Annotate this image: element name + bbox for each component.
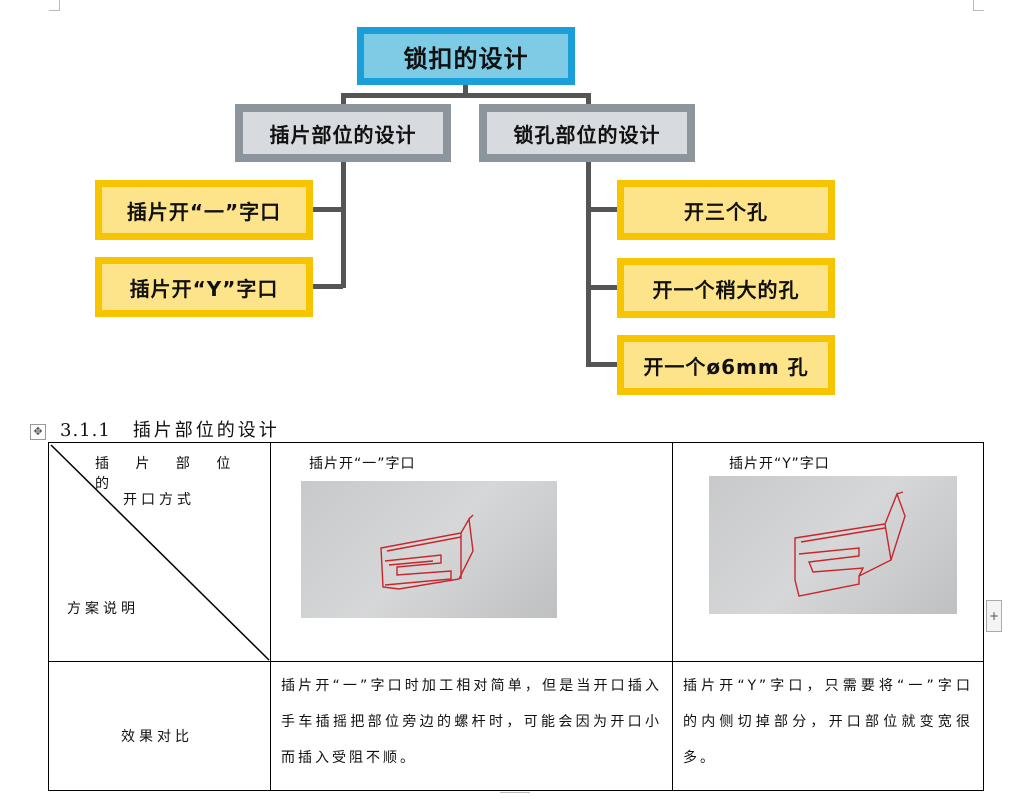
page-corner-mark — [973, 0, 984, 11]
org-root-node: 锁扣的设计 — [357, 27, 575, 85]
connector — [588, 362, 618, 367]
page-corner-mark — [49, 0, 60, 11]
col1-text-cell: 插片开“一”字口时加工相对简单，但是当开口插入手车插摇把部位旁边的螺杆时，可能会… — [270, 661, 673, 791]
org-left-branch-node: 插片部位的设计 — [235, 104, 451, 162]
diagonal-header-cell: 插 片 部 位 的 开口方式 方案说明 — [48, 442, 271, 662]
row2-label: 效果对比 — [121, 729, 193, 745]
org-right-leaf-label: 开一个ø6mm 孔 — [624, 342, 828, 388]
connector — [341, 93, 591, 98]
connector — [588, 285, 618, 290]
plus-icon[interactable]: + — [986, 600, 1002, 632]
corner-top-label: 插 片 部 位 的 — [95, 456, 235, 492]
org-left-leaf-node: 插片开“一”字口 — [95, 180, 313, 240]
col1-paragraph: 插片开“一”字口时加工相对简单，但是当开口插入手车插摇把部位旁边的螺杆时，可能会… — [281, 678, 662, 766]
col2-text-cell: 插片开“Y”字口，只需要将“一”字口的内侧切掉部分，开口部位就变宽很多。 — [672, 661, 984, 791]
move-handle-icon[interactable]: ✥ — [30, 424, 46, 440]
sketch-photo-2 — [709, 476, 957, 614]
org-right-leaf-node: 开一个ø6mm 孔 — [617, 335, 835, 395]
lock-sketch-drawing — [380, 514, 474, 590]
connector — [586, 93, 591, 105]
lock-sketch-drawing — [794, 491, 906, 597]
col2-paragraph: 插片开“Y”字口，只需要将“一”字口的内侧切掉部分，开口部位就变宽很多。 — [683, 678, 973, 766]
org-right-leaf-node: 开一个稍大的孔 — [617, 258, 835, 318]
org-right-leaf-node: 开三个孔 — [617, 180, 835, 240]
org-right-leaf-label: 开三个孔 — [624, 187, 828, 233]
comparison-table: 插 片 部 位 的 开口方式 方案说明 插片开“一”字口 — [48, 442, 984, 791]
connector — [463, 85, 468, 98]
org-root-label: 锁扣的设计 — [364, 34, 568, 78]
sketch-photo-1 — [301, 481, 557, 618]
row2-label-cell: 效果对比 — [48, 661, 271, 791]
org-right-leaf-label: 开一个稍大的孔 — [624, 265, 828, 311]
col2-header-cell: 插片开“Y”字口 — [672, 442, 984, 662]
col2-header: 插片开“Y”字口 — [729, 456, 830, 472]
section-number: 3.1.1 — [60, 420, 111, 441]
org-right-branch-node: 锁孔部位的设计 — [479, 104, 695, 162]
org-left-branch-label: 插片部位的设计 — [243, 112, 443, 154]
connector — [341, 93, 346, 105]
connector — [313, 284, 343, 289]
connector — [586, 162, 591, 367]
connector — [313, 207, 343, 212]
col1-header: 插片开“一”字口 — [309, 456, 416, 472]
corner-bottom-label: 方案说明 — [67, 601, 139, 617]
diagonal-line — [50, 444, 270, 661]
section-title: 插片部位的设计 — [132, 420, 280, 441]
org-left-leaf-label: 插片开“一”字口 — [102, 187, 306, 233]
connector — [341, 162, 346, 288]
col1-header-cell: 插片开“一”字口 — [270, 442, 673, 662]
org-left-leaf-label: 插片开“Y”字口 — [102, 264, 306, 310]
org-right-branch-label: 锁孔部位的设计 — [487, 112, 687, 154]
section-heading: 3.1.1 插片部位的设计 — [60, 416, 280, 442]
corner-middle-label: 开口方式 — [123, 492, 195, 508]
connector — [588, 207, 618, 212]
row-resize-handle[interactable] — [500, 792, 530, 798]
org-left-leaf-node: 插片开“Y”字口 — [95, 257, 313, 317]
